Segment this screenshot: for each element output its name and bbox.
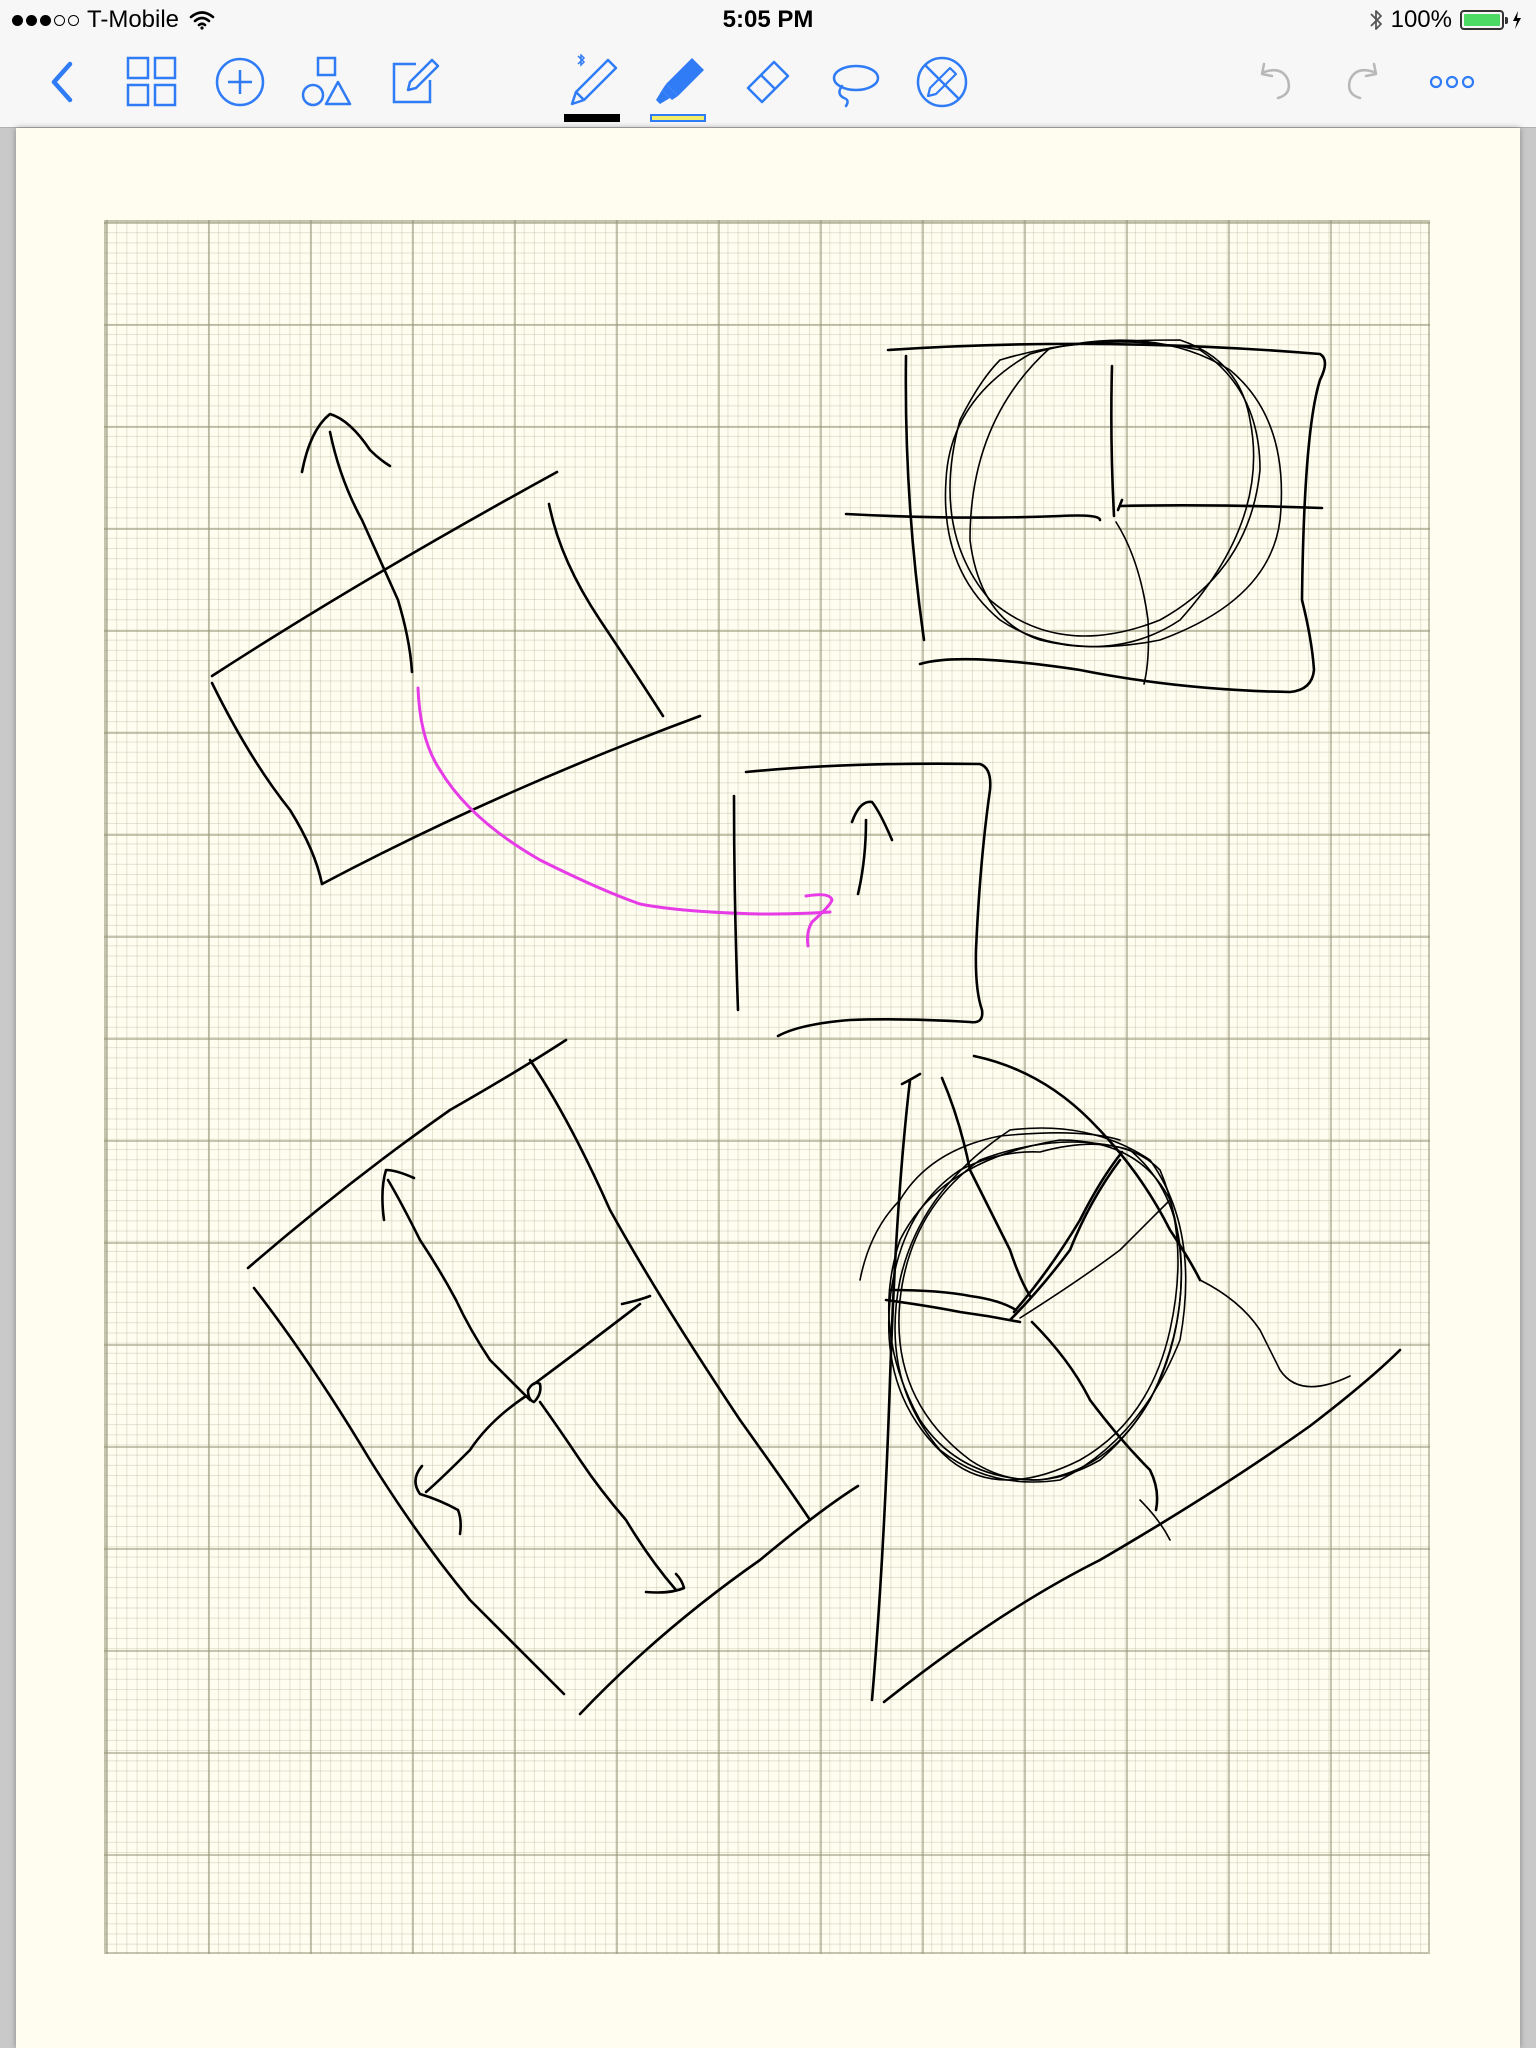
edit-text-button[interactable] <box>382 50 446 114</box>
add-button[interactable] <box>208 50 272 114</box>
status-left: T-Mobile <box>12 6 215 34</box>
pen-off-button[interactable] <box>910 50 974 114</box>
pen-disabled-icon <box>916 56 968 108</box>
wifi-icon <box>189 11 215 30</box>
pen-icon <box>570 54 618 106</box>
signal-strength-icon <box>12 14 79 26</box>
lasso-tool-button[interactable] <box>822 50 886 114</box>
undo-icon <box>1260 62 1291 100</box>
bluetooth-icon <box>1369 10 1382 30</box>
status-bar: T-Mobile 5:05 PM 100% <box>0 0 1536 40</box>
eraser-icon <box>746 60 790 104</box>
more-options-button[interactable] <box>1420 50 1484 114</box>
redo-button[interactable] <box>1332 50 1396 114</box>
battery-icon <box>1460 10 1508 30</box>
graph-paper-grid[interactable] <box>104 220 1430 1954</box>
pen-tool-button[interactable] <box>560 50 624 122</box>
pen-color-swatch <box>564 114 620 122</box>
chevron-left-icon <box>51 61 73 103</box>
toolbar <box>0 40 1536 128</box>
highlighter-tool-button[interactable] <box>646 50 710 122</box>
more-icon <box>1429 75 1475 89</box>
back-button[interactable] <box>32 50 96 114</box>
highlighter-color-swatch <box>650 114 706 122</box>
undo-button[interactable] <box>1242 50 1306 114</box>
grid-icon <box>126 56 177 107</box>
battery-percent: 100% <box>1390 6 1452 33</box>
plus-circle-icon <box>215 57 265 107</box>
charging-icon <box>1513 11 1521 29</box>
shapes-icon <box>301 56 352 107</box>
status-right: 100% <box>1369 6 1522 34</box>
page-overview-button[interactable] <box>120 50 184 114</box>
lasso-icon <box>832 64 880 108</box>
carrier-name: T-Mobile <box>87 6 180 33</box>
highlighter-icon <box>656 58 704 104</box>
eraser-tool-button[interactable] <box>734 50 798 114</box>
redo-icon <box>1347 62 1378 100</box>
compose-icon <box>392 58 440 104</box>
status-time: 5:05 PM <box>722 6 814 33</box>
shapes-button[interactable] <box>294 50 358 114</box>
